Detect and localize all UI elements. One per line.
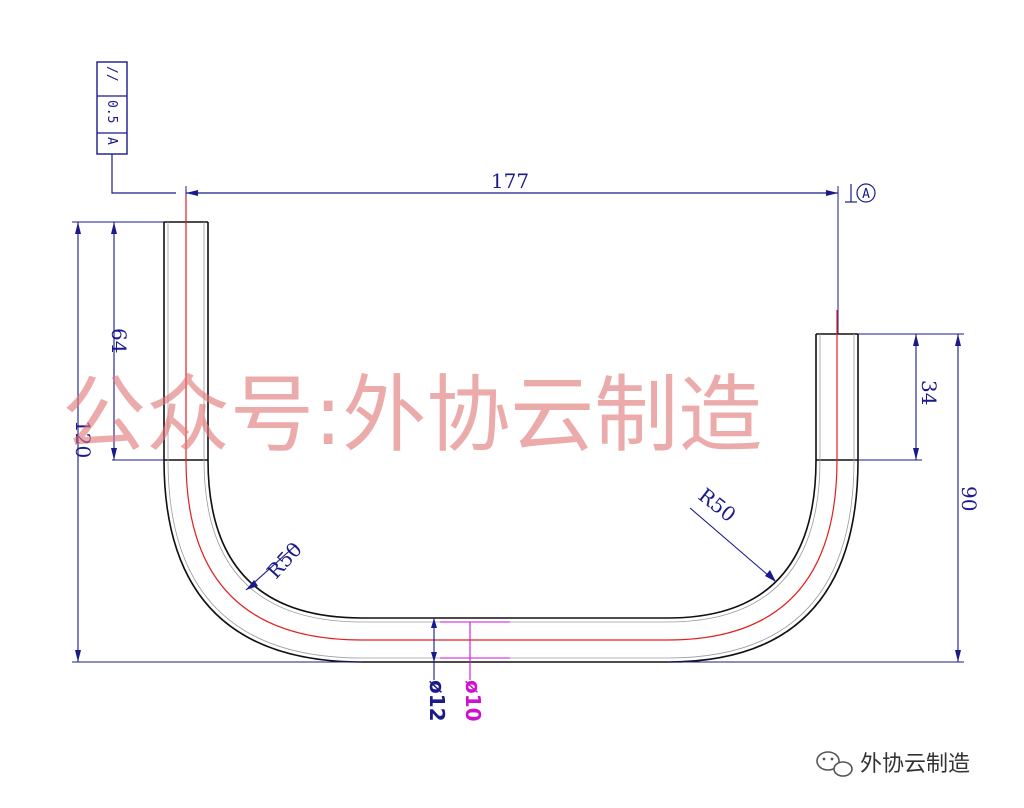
- brand-name: 外协云制造: [860, 752, 970, 777]
- dimension-left-legs: [72, 221, 362, 663]
- gdt-datum: A: [104, 137, 119, 145]
- gdt-tolerance: 0.5: [104, 100, 119, 123]
- dimension-64-label: 64: [107, 328, 131, 353]
- datum-a-label: A: [862, 187, 870, 202]
- dimension-90-label: 90: [957, 486, 981, 511]
- dimension-177-label: 177: [491, 169, 529, 193]
- radius-left-leader: R50: [245, 537, 307, 591]
- wechat-icon: [816, 751, 853, 777]
- radius-right-leader: R50: [689, 483, 777, 583]
- tube-outline: [163, 221, 859, 663]
- dimension-120-label: 120: [71, 420, 95, 458]
- gdt-frame: // 0.5 A: [96, 61, 176, 194]
- datum-a-symbol: A: [845, 183, 876, 203]
- watermark-text: 公众号:外协云制造: [62, 366, 762, 464]
- radius-left-label: R50: [262, 537, 307, 583]
- dimension-34-label: 34: [917, 380, 941, 405]
- radius-right-label: R50: [694, 483, 741, 527]
- dimension-right-legs: [668, 333, 964, 663]
- diameter-inner-label: ø10: [461, 680, 485, 722]
- tube-centerline: [185, 196, 838, 641]
- brand-mark: 外协云制造: [816, 751, 970, 777]
- tube-wall-lines: [167, 222, 855, 659]
- dimension-177: 177: [185, 169, 839, 334]
- diameter-outer-label: ø12: [425, 680, 449, 722]
- diameter-callouts: ø12 ø10: [425, 618, 510, 722]
- gdt-symbol: //: [104, 66, 119, 82]
